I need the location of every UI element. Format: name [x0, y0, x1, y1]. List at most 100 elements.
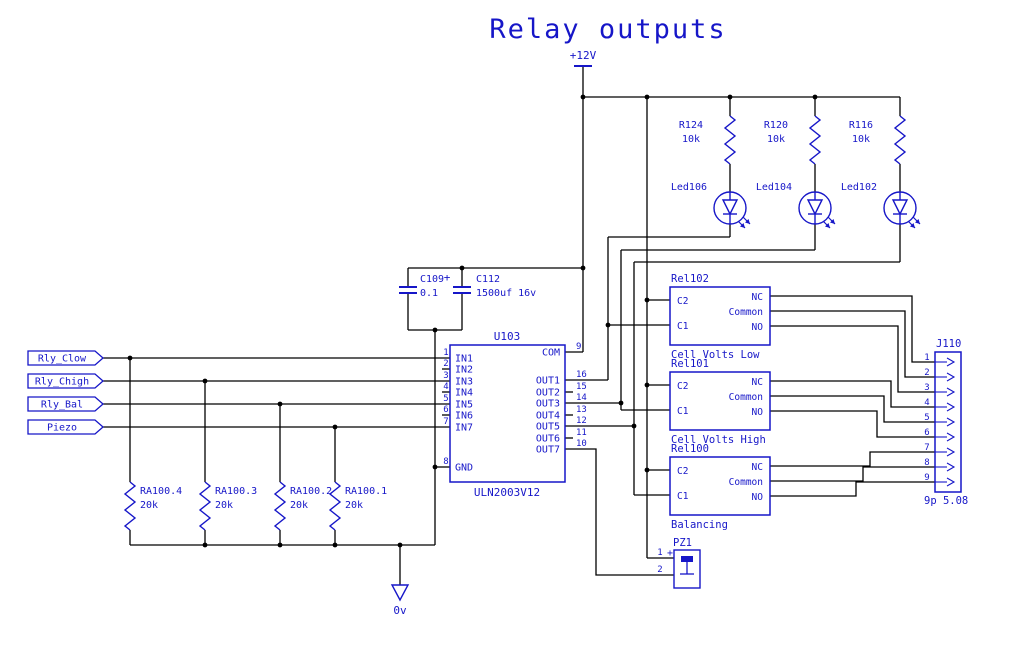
caption-label: Balancing [671, 519, 728, 531]
caption-label: Cell Volts Low [671, 349, 760, 361]
connector-pin-wedge [946, 357, 956, 367]
ic-outline [449, 344, 566, 483]
net-flag[interactable]: Rly_Clow [27, 350, 104, 366]
ref-label: C109 [420, 274, 444, 285]
junction-dot [432, 464, 438, 470]
pin-number: 6 [443, 405, 448, 415]
junction-dot [127, 355, 133, 361]
pin-number: 13 [576, 405, 587, 415]
wire [770, 466, 935, 482]
pin-name: C2 [677, 296, 688, 307]
ref-label: Led106 [671, 182, 707, 193]
junction-dot [277, 401, 283, 407]
net-flag[interactable]: Piezo [27, 419, 104, 435]
junction-dot [332, 424, 338, 430]
junction-dot [644, 297, 650, 303]
pin-name: C1 [677, 491, 689, 502]
ref-label: Rel100 [671, 443, 709, 455]
net-flag-label: Rly_Clow [38, 354, 87, 365]
resistor-symbol [198, 481, 212, 531]
ref-label: Rel102 [671, 273, 709, 285]
wire [770, 481, 935, 497]
schematic-title: Relay outputs [489, 14, 726, 45]
led-triangle [806, 199, 824, 216]
relay-outline [669, 286, 771, 346]
net-flag-label: Piezo [47, 423, 77, 434]
value-label: 10k [767, 134, 785, 145]
pin-number: 11 [576, 428, 587, 438]
ref-label: Led102 [841, 182, 877, 193]
pin-name: OUT2 [536, 388, 560, 399]
ref-label: RA100.2 [290, 486, 332, 497]
pin-name: IN6 [455, 411, 473, 422]
led[interactable]: Led104 [756, 182, 836, 229]
pin-number: 14 [576, 393, 587, 403]
caption-label: Cell Volts High [671, 434, 766, 446]
net-flag-label: Rly_Bal [41, 400, 83, 411]
net-flag-outline [27, 419, 104, 435]
vcc-symbol[interactable]: +12V [570, 49, 597, 67]
ref-label: PZ1 [673, 537, 692, 549]
pin-name: NC [752, 377, 763, 388]
led[interactable]: Led102 [841, 182, 921, 229]
pin-number: 4 [924, 398, 929, 408]
resistor-symbol [893, 115, 907, 165]
led-arrow-head [915, 219, 920, 224]
pin-name: NO [752, 407, 764, 418]
pin-number: 16 [576, 370, 587, 380]
relay-outline [669, 371, 771, 431]
pin-number: 1 [443, 348, 448, 358]
led-triangle [721, 199, 739, 216]
led-arrow-head [825, 223, 830, 228]
junction-dot [580, 94, 586, 100]
pin-number: 6 [924, 428, 929, 438]
wire [565, 448, 674, 576]
pin-name: Common [729, 477, 763, 488]
pin-name: C1 [677, 321, 689, 332]
net-flag-label: Rly_Chigh [35, 377, 89, 388]
pin-name: NO [752, 322, 764, 333]
value-label: 10k [852, 134, 870, 145]
pin-name: OUT6 [536, 434, 560, 445]
junction-dot [277, 542, 283, 548]
junction-dot [644, 467, 650, 473]
pin-name: IN3 [455, 377, 473, 388]
led[interactable]: Led106 [671, 182, 751, 229]
ground-symbol[interactable]: 0v [390, 584, 410, 617]
resistor-symbol [123, 481, 137, 531]
net-flag[interactable]: Rly_Chigh [27, 373, 104, 389]
pin-name: IN4 [455, 388, 473, 399]
array-resistor[interactable]: RA100.1 20k [328, 481, 387, 531]
pin-name: NC [752, 462, 763, 473]
pin-number: 4 [443, 382, 448, 392]
wires [103, 66, 935, 585]
ref-label: RA100.1 [345, 486, 387, 497]
junction-dot [459, 265, 465, 271]
pin-number: 2 [657, 565, 662, 575]
capacitor[interactable]: C109 0.1 [399, 274, 444, 299]
pin-name: Common [729, 307, 763, 318]
ic[interactable]: U103ULN2003V121IN12IN23IN34IN45IN56IN67I… [443, 330, 587, 499]
value-label: 20k [215, 500, 233, 511]
pin-number: 15 [576, 382, 587, 392]
junction-dot [618, 400, 624, 406]
value-label: 0.1 [420, 288, 438, 299]
junction-dot [332, 542, 338, 548]
net-flag[interactable]: Rly_Bal [27, 396, 104, 412]
value-label: 1500uf 16v [476, 288, 536, 299]
value-label: 20k [345, 500, 363, 511]
junction-dot [605, 322, 611, 328]
